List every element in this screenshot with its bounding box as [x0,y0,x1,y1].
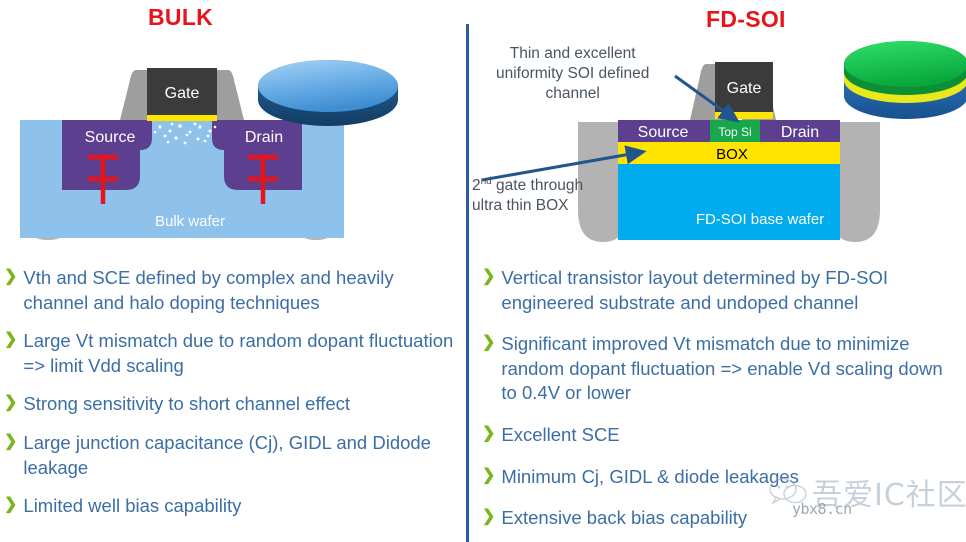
gate-electrode [147,68,217,115]
backgate-annotation-arrow [481,145,647,182]
annotation-line: Thin and excellent [509,45,636,62]
top-si-label: Top Si [718,125,751,139]
list-item: ❯ Vth and SCE defined by complex and hea… [4,266,460,315]
drain-label: Drain [245,129,283,146]
box-layer [618,142,840,164]
list-item-label: Limited well bias capability [23,495,242,517]
list-item: ❯ Strong sensitivity to short channel ef… [4,392,460,417]
list-item-label: Large junction capacitance (Cj), GIDL an… [23,431,431,478]
annotation-soi-channel: Thin and excellent uniformity SOI define… [496,44,649,103]
bulk-cross-section-svg: Source Drain Gate Bulk wafer [20,60,398,240]
bulk-wafer-disc [258,60,398,126]
annotation-ordinal-suffix: nd [480,176,492,187]
list-item: ❯ Limited well bias capability [4,494,460,519]
fdsoi-bullet-list: ❯ Vertical transistor layout determined … [482,266,962,542]
chevron-bullet-icon: ❯ [4,331,18,349]
annotation-second-gate: 2nd gate through ultra thin BOX [472,176,583,216]
bulk-bullet-list: ❯ Vth and SCE defined by complex and hea… [4,266,460,533]
sti-right [830,122,880,242]
junction-symbol-source [88,154,118,204]
list-item-label: Vertical transistor layout determined by… [501,267,889,313]
annotation-ordinal-number: 2 [472,177,481,195]
annotation-text: gate through [491,177,584,195]
fdsoi-wafer-disc [844,41,966,119]
chevron-bullet-icon: ❯ [4,496,18,514]
panel-title-fdsoi: FD-SOI [706,6,786,32]
gate-label: Gate [727,80,762,97]
drain-label: Drain [781,124,819,141]
list-item: ❯ Vertical transistor layout determined … [482,266,962,315]
panel-title-bulk: BULK [148,4,214,30]
chevron-bullet-icon: ❯ [4,268,18,285]
chevron-bullet-icon: ❯ [482,424,496,442]
list-item: ❯ Large junction capacitance (Cj), GIDL … [4,431,460,480]
gate-label: Gate [165,85,200,102]
bulk-wafer-label: Bulk wafer [155,213,225,230]
gate-oxide [147,115,217,121]
list-item-label: Significant improved Vt mismatch due to … [501,333,943,404]
list-item-label: Strong sensitivity to short channel effe… [23,393,351,415]
bulk-transistor-diagram: Source Drain Gate Bulk wafer [0,28,460,258]
source-label: Source [85,129,136,146]
fdsoi-transistor-diagram: Gate Source Drain Top Si BOX FD-SOI base… [470,28,966,258]
chevron-bullet-icon: ❯ [4,394,18,412]
box-label: BOX [716,146,748,163]
top-si-channel [710,120,760,142]
list-item: ❯ Significant improved Vt mismatch due t… [482,332,962,406]
annotation-line: 2nd gate through [472,176,583,196]
annotation-line: ultra thin BOX [472,196,569,214]
panel-divider [466,24,469,542]
list-item: ❯ Extensive back bias capability [482,506,962,531]
list-item: ❯ Minimum Cj, GIDL & diode leakages [482,465,962,490]
annotation-line: uniformity SOI defined [496,64,650,82]
list-item-label: Excellent SCE [501,423,620,445]
list-item-label: Minimum Cj, GIDL & diode leakages [501,465,799,487]
source-region [618,120,710,142]
chevron-bullet-icon: ❯ [482,508,496,526]
list-item-label: Vth and SCE defined by complex and heavi… [23,267,394,313]
sti-left [578,122,628,242]
list-item-label: Large Vt mismatch due to random dopant f… [23,330,454,376]
annotation-line: channel [545,84,600,102]
chevron-bullet-icon: ❯ [482,466,496,484]
junction-symbol-drain [248,154,278,204]
channel-annotation-arrow [674,74,740,123]
list-item: ❯ Large Vt mismatch due to random dopant… [4,329,460,378]
list-item: ❯ Excellent SCE [482,423,962,448]
chevron-bullet-icon: ❯ [4,432,18,450]
fdsoi-base-wafer-label: FD-SOI base wafer [696,211,824,228]
chevron-bullet-icon: ❯ [482,268,496,285]
gate-oxide [715,112,773,119]
list-item-label: Extensive back bias capability [501,507,748,529]
fdsoi-cross-section-svg: Gate Source Drain Top Si BOX FD-SOI base… [481,41,966,242]
drain-region [760,120,840,142]
source-label: Source [638,124,689,141]
chevron-bullet-icon: ❯ [482,334,496,352]
channel-dopant-speckles [153,122,217,145]
fdsoi-base-wafer [618,164,840,240]
